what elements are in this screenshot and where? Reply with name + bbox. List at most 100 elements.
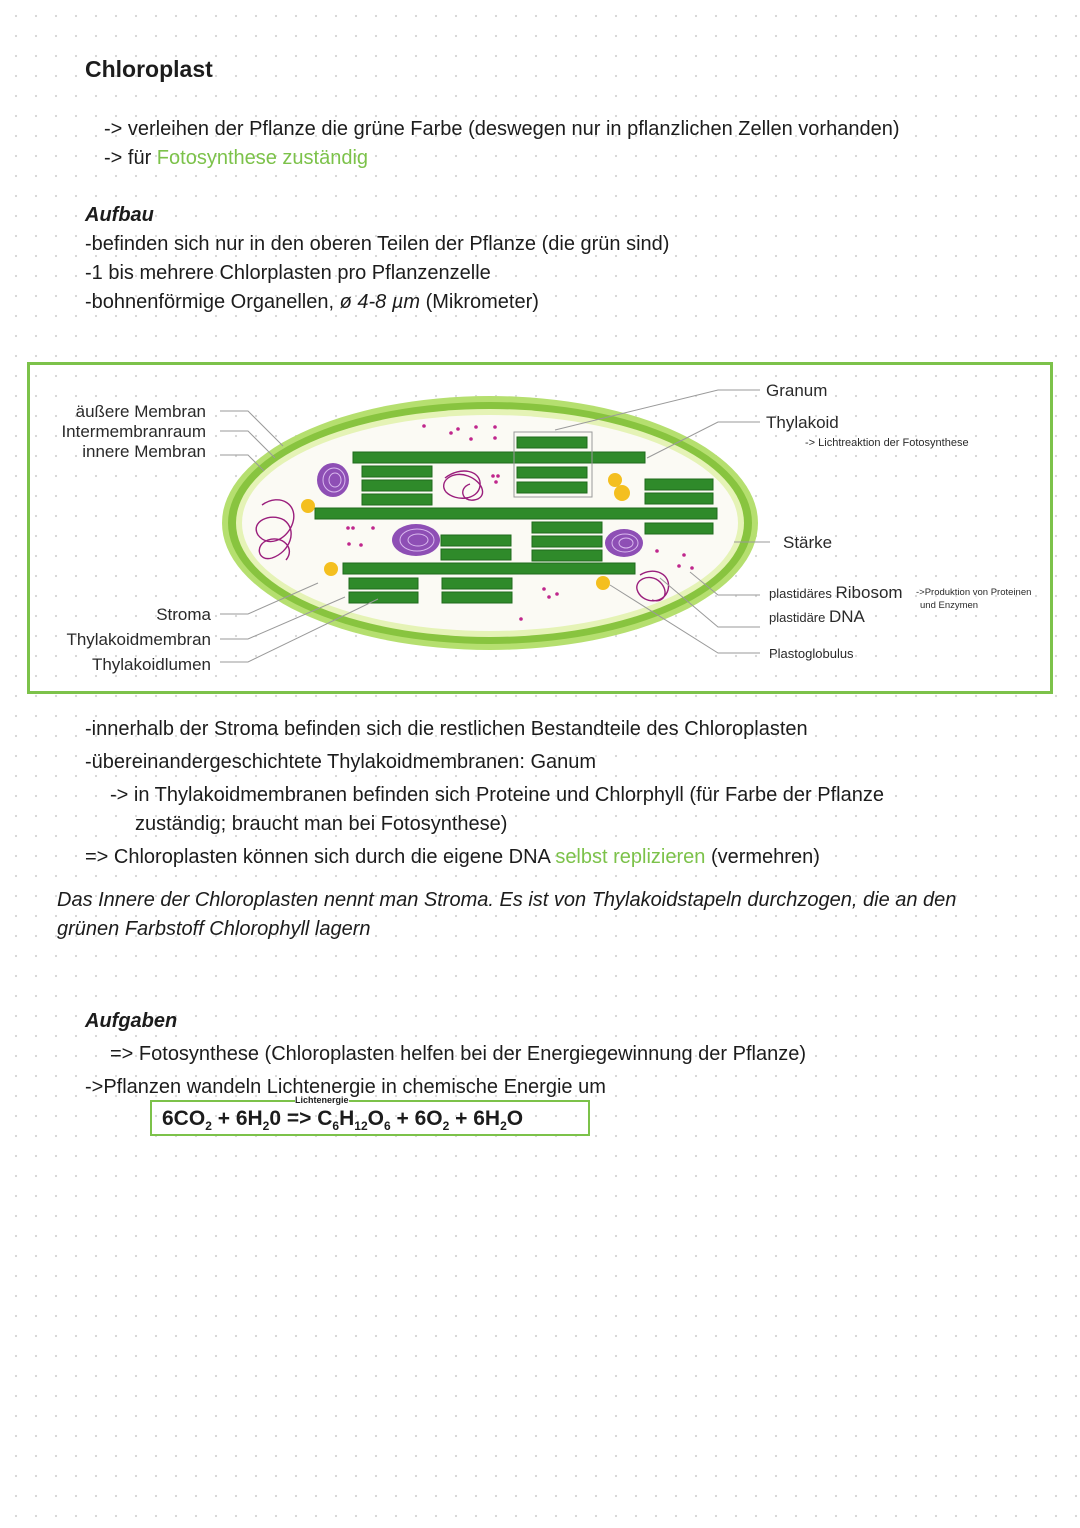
- label-dna-word: DNA: [829, 607, 866, 626]
- label-ribosome-note-2: und Enzymen: [920, 600, 978, 611]
- replicate-highlight: selbst replizieren: [555, 846, 706, 868]
- photosynthesis-equation: 6CO2 + 6H20 => C6H12O6 + 6O2 + 6H2O: [162, 1105, 523, 1140]
- thylakoid: [361, 479, 433, 492]
- label-ribosome-word: Ribosom: [835, 583, 902, 602]
- label-inner-membrane: innere Membran: [82, 442, 206, 461]
- formula-o2-sub: 2: [442, 1119, 450, 1134]
- label-thylakoid-lumen: Thylakoidlumen: [92, 655, 211, 674]
- formula-h2o-end: 0: [269, 1107, 282, 1130]
- formula-arrow: =>: [281, 1107, 318, 1130]
- dna-loop: [443, 470, 484, 501]
- formula-plus: +: [211, 1107, 236, 1130]
- formula-glucose-h-sub: 12: [354, 1119, 368, 1134]
- thylakoid: [441, 591, 513, 604]
- formula-glucose-h: H: [339, 1107, 355, 1130]
- summary-line-2: grünen Farbstoff Chlorophyll lagern: [57, 918, 371, 940]
- details-line-3: -> in Thylakoidmembranen befinden sich P…: [110, 784, 884, 806]
- label-thylakoid-membrane: Thylakoidmembran: [66, 630, 211, 649]
- details-line-1: -innerhalb der Stroma befinden sich die …: [85, 718, 808, 740]
- formula-o2: 6O: [414, 1107, 443, 1130]
- label-stroma: Stroma: [156, 605, 211, 624]
- thylakoid: [644, 478, 714, 491]
- plastoglobuli: [301, 473, 630, 590]
- label-starch: Stärke: [783, 533, 832, 552]
- dna-loop: [255, 499, 295, 561]
- label-dna: plastidäre DNA: [769, 607, 866, 626]
- formula-h2o-sub: 2: [262, 1119, 270, 1134]
- photosynthesis-formula-box: Lichtenergie 6CO2 + 6H20 => C6H12O6 + 6O…: [150, 1095, 590, 1136]
- thylakoid: [516, 481, 588, 494]
- chloroplast-diagram: äußere Membran Intermembranraum innere M…: [61, 381, 1031, 674]
- label-ribosome-prefix: plastidäres: [769, 586, 835, 601]
- aufbau-line-3-suffix: (Mikrometer): [420, 291, 539, 313]
- details-line-4: zuständig; braucht man bei Fotosynthese): [135, 813, 508, 835]
- page-title: Chloroplast: [85, 56, 213, 82]
- thylakoid: [361, 493, 433, 506]
- thylakoid: [348, 577, 419, 590]
- photosynthesis-highlight: Fotosynthese zuständig: [156, 147, 369, 169]
- intro-line-1: -> verleihen der Pflanze die grüne Farbe…: [104, 118, 900, 140]
- starch-grain: [392, 524, 440, 556]
- intro-line-2: -> für Fotosynthese zuständig: [104, 144, 368, 172]
- aufgaben-line-2: ->Pflanzen wandeln Lichtenergie in chemi…: [85, 1076, 606, 1098]
- formula-light-label: Lichtenergie: [295, 1095, 349, 1105]
- thylakoid: [644, 492, 714, 505]
- aufgaben-heading: Aufgaben: [85, 1010, 178, 1032]
- formula-co2-sub: 2: [205, 1119, 212, 1134]
- label-ribosome-note-1: ->Produktion von Proteinen: [916, 587, 1031, 598]
- starch-grains: [317, 463, 643, 557]
- aufbau-line-1: -befinden sich nur in den oberen Teilen …: [85, 233, 670, 255]
- formula-water: 6H: [473, 1107, 501, 1130]
- plastid-dna: [255, 470, 670, 602]
- label-thylakoid: Thylakoid: [766, 413, 839, 432]
- thylakoid: [644, 522, 714, 535]
- size-value: ø 4-8 µm: [339, 291, 421, 313]
- label-ribosome: plastidäres Ribosom: [769, 583, 903, 602]
- label-outer-membrane: äußere Membran: [76, 402, 206, 421]
- thylakoid-stacks: [314, 436, 718, 604]
- chloroplast-diagram-frame: [27, 362, 1053, 694]
- thylakoid: [531, 549, 603, 562]
- formula-h2o: 6H: [235, 1107, 263, 1130]
- plastoglobulus-dot: [614, 485, 630, 501]
- stroma-lamella: [314, 507, 718, 520]
- label-dna-prefix: plastidäre: [769, 610, 829, 625]
- formula-plus: +: [449, 1107, 474, 1130]
- thylakoid: [348, 591, 419, 604]
- label-plastoglobulus: Plastoglobulus: [769, 646, 854, 661]
- thylakoid: [531, 535, 603, 548]
- label-intermembrane-space: Intermembranraum: [61, 422, 206, 441]
- thylakoid: [441, 577, 513, 590]
- plastoglobulus-dot: [596, 576, 610, 590]
- stroma-lamella: [342, 562, 636, 575]
- thylakoid: [440, 548, 512, 561]
- details-line-5: => Chloroplasten können sich durch die e…: [85, 843, 820, 871]
- summary-line-1: Das Innere der Chloroplasten nennt man S…: [57, 889, 957, 911]
- thylakoid: [516, 466, 588, 479]
- ribosomes: [346, 424, 694, 621]
- dna-loop: [636, 570, 670, 602]
- formula-glucose-o: O: [367, 1107, 384, 1130]
- thylakoid: [440, 534, 512, 547]
- starch-grain: [317, 463, 349, 497]
- aufbau-line-3-prefix: -bohnenförmige Organellen,: [85, 291, 340, 313]
- aufbau-line-2: -1 bis mehrere Chlorplasten pro Pflanzen…: [85, 262, 491, 284]
- details-line-2: -übereinandergeschichtete Thylakoidmembr…: [85, 751, 597, 773]
- formula-plus: +: [390, 1107, 415, 1130]
- thylakoid: [516, 436, 588, 449]
- thylakoid: [531, 521, 603, 534]
- plastoglobulus-dot: [608, 473, 622, 487]
- stroma-lamella: [352, 451, 646, 464]
- label-granum: Granum: [766, 381, 827, 400]
- formula-co2: 6CO: [162, 1107, 206, 1130]
- details-line-5-prefix: => Chloroplasten können sich durch die e…: [85, 846, 556, 868]
- formula-water-end: O: [506, 1107, 524, 1130]
- starch-grain: [605, 529, 643, 557]
- intro-line-2-prefix: -> für: [104, 147, 157, 169]
- aufbau-line-3: -bohnenförmige Organellen, ø 4-8 µm (Mik…: [85, 288, 539, 316]
- formula-glucose-o-sub: 6: [383, 1119, 391, 1134]
- formula-water-sub: 2: [500, 1119, 507, 1134]
- formula-glucose-c: C: [317, 1107, 333, 1130]
- aufbau-heading: Aufbau: [85, 204, 154, 226]
- label-thylakoid-note: -> Lichtreaktion der Fotosynthese: [805, 437, 969, 449]
